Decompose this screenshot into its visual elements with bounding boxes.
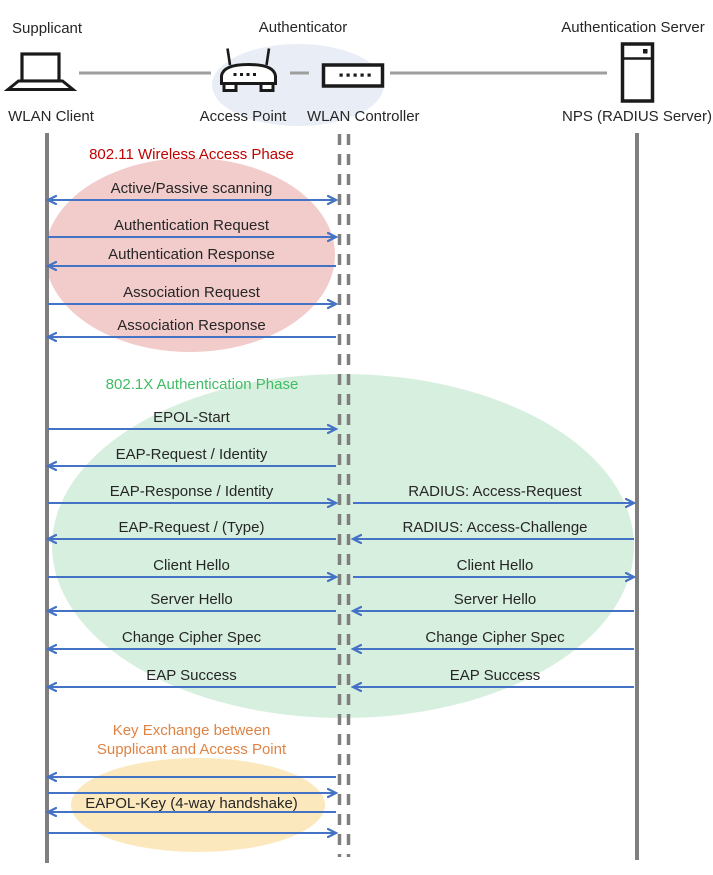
phase3-title-line1: Key Exchange between xyxy=(112,722,271,739)
msg-eap-request-identity: EAP-Request / Identity xyxy=(115,446,268,463)
role-authenticator: Authenticator xyxy=(258,19,348,36)
msg-change-cipher-right: Change Cipher Spec xyxy=(425,629,565,646)
msg-eap-request-type: EAP-Request / (Type) xyxy=(118,519,265,536)
msg-eap-success-left: EAP Success xyxy=(146,667,237,684)
node-label-access-point: Access Point xyxy=(199,108,287,125)
msg-client-hello-left: Client Hello xyxy=(153,557,230,574)
server-icon xyxy=(620,42,655,103)
access-point-icon xyxy=(220,48,277,92)
msg-epol-start: EPOL-Start xyxy=(153,409,230,426)
msg-client-hello-right: Client Hello xyxy=(456,557,534,574)
msg-server-hello-left: Server Hello xyxy=(150,591,233,608)
phase3-title-line2: Supplicant and Access Point xyxy=(96,741,287,758)
wlan-controller-icon xyxy=(321,63,385,88)
role-auth-server: Authentication Server xyxy=(561,19,705,36)
role-supplicant: Supplicant xyxy=(12,20,83,37)
msg-radius-access-request: RADIUS: Access-Request xyxy=(408,483,582,500)
msg-auth-response: Authentication Response xyxy=(108,246,275,263)
msg-eap-success-right: EAP Success xyxy=(449,667,541,684)
node-label-wlan-client: WLAN Client xyxy=(8,108,94,125)
laptop-icon xyxy=(3,52,78,91)
msg-assoc-response: Association Response xyxy=(117,317,266,334)
msg-eap-response-identity: EAP-Response / Identity xyxy=(109,483,274,500)
msg-change-cipher-left: Change Cipher Spec xyxy=(121,629,262,646)
msg-scanning: Active/Passive scanning xyxy=(110,180,273,197)
msg-radius-access-challenge: RADIUS: Access-Challenge xyxy=(402,519,588,536)
node-label-nps-server: NPS (RADIUS Server) xyxy=(561,108,713,125)
phase1-title: 802.11 Wireless Access Phase xyxy=(89,146,294,163)
node-label-wlan-controller: WLAN Controller xyxy=(307,108,420,125)
msg-eapol-key: EAPOL-Key (4-way handshake) xyxy=(85,795,298,812)
phase2-title: 802.1X Authentication Phase xyxy=(105,376,299,393)
phase2-ellipse xyxy=(52,374,634,718)
msg-auth-request: Authentication Request xyxy=(113,217,270,234)
msg-assoc-request: Association Request xyxy=(123,284,260,301)
msg-server-hello-right: Server Hello xyxy=(453,591,537,608)
phase3-ellipse xyxy=(71,758,325,852)
